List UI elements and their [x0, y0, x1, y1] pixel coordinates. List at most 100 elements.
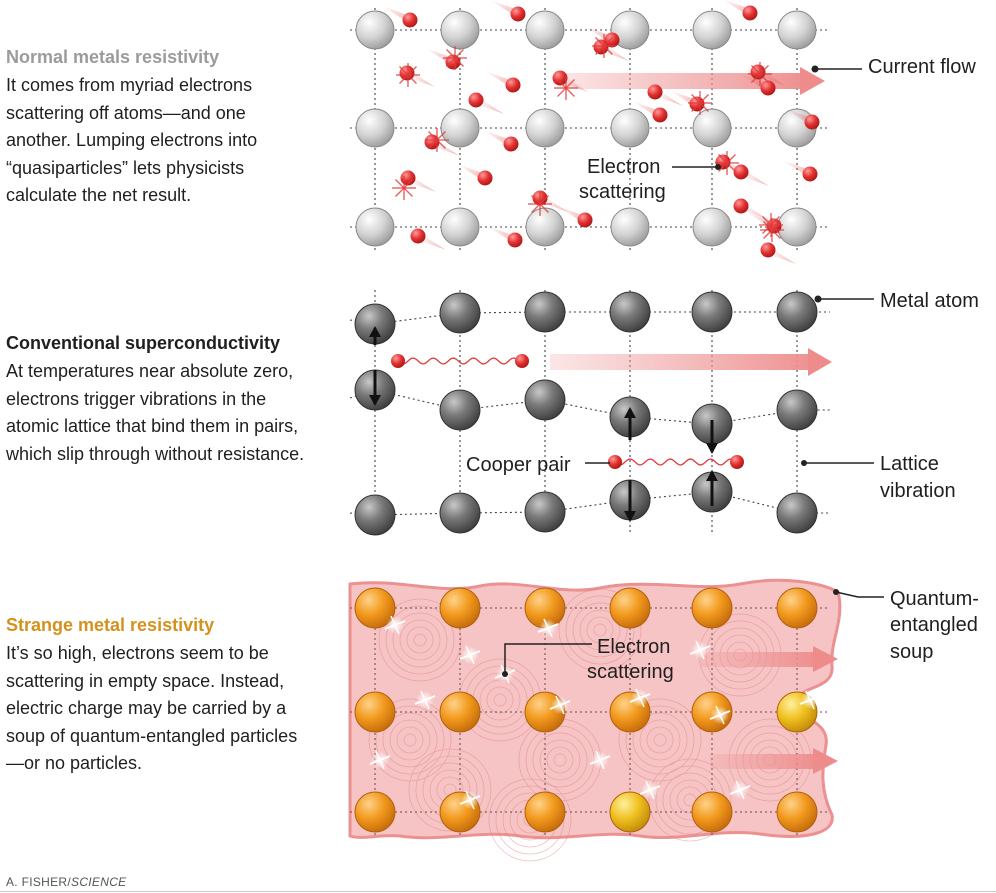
light-atom [610, 108, 650, 148]
electron-scattering-2-leader-dot [502, 671, 508, 677]
electron [485, 71, 521, 93]
metal-atom [609, 291, 651, 333]
spark [629, 688, 651, 708]
credit-author: A. FISHER/ [6, 875, 72, 889]
collision-burst [760, 218, 784, 242]
metal-atom [439, 292, 481, 334]
collision-burst [748, 62, 772, 86]
orange-atom [524, 791, 566, 833]
electron [593, 39, 629, 61]
superconductor-lattice [349, 290, 832, 536]
metal-atom [524, 291, 566, 333]
scattering-sparks [369, 615, 821, 810]
strange-metal-lattice [348, 578, 842, 862]
spark [589, 750, 611, 770]
electron [457, 164, 493, 186]
light-atom [525, 207, 565, 247]
electron [784, 108, 820, 130]
collision-burst [392, 176, 416, 200]
spark [729, 780, 751, 800]
superconductivity-heading: Conventional superconductivity [6, 333, 281, 353]
collision-burst [396, 63, 420, 87]
superconductivity-text: Conventional superconductivity At temper… [6, 332, 306, 468]
light-atom [355, 108, 395, 148]
soup-arrow-2-shaft [710, 754, 815, 769]
soup-arrow-1-head [813, 646, 838, 672]
spark [369, 750, 391, 770]
light-atom [777, 207, 817, 247]
displacement-arrow [624, 480, 636, 522]
spark [459, 790, 481, 810]
metal-atom [439, 389, 481, 431]
electron [490, 0, 526, 22]
current-flow-arrow-head [800, 67, 825, 95]
displacement-arrow [706, 420, 718, 454]
lattice-vibration-leader-dot [801, 460, 807, 466]
current-flow-arrow-shaft [560, 73, 800, 89]
orange-atom [439, 587, 481, 629]
soup-label-line1: Quantum- [890, 588, 979, 610]
metal-atom [776, 492, 818, 534]
spark [689, 640, 711, 660]
metal-atom [524, 491, 566, 533]
electron [483, 130, 519, 152]
electron [632, 101, 668, 123]
light-atom [355, 207, 395, 247]
current-flow-label: Current flow [868, 56, 976, 78]
labels: Current flow Electron scattering Metal a… [466, 56, 979, 683]
strange-metal-text: Strange metal resistivity It’s so high, … [6, 614, 306, 778]
soup-leader-dot [833, 589, 839, 595]
electron-scattering-2-label-line2: scattering [587, 661, 674, 683]
orange-atom [354, 587, 396, 629]
strange-metal-heading: Strange metal resistivity [6, 615, 215, 635]
light-atom [692, 108, 732, 148]
light-atom [440, 207, 480, 247]
light-atom [692, 10, 732, 50]
spark [549, 695, 571, 715]
electron [723, 0, 758, 21]
metal-atom-leader-dot [814, 295, 822, 303]
metal-atom [524, 379, 566, 421]
electron-scattering-leader-dot [715, 164, 721, 170]
displacement-arrow [369, 326, 381, 345]
electron [782, 160, 818, 182]
displacement-arrow [624, 407, 636, 440]
orange-atom [776, 587, 818, 629]
metal-atom [439, 492, 481, 534]
spark [414, 690, 436, 710]
current-flow-arrow-2-shaft [550, 354, 810, 370]
collision-burst [715, 151, 739, 175]
spark [799, 690, 821, 710]
light-atom [355, 10, 395, 50]
cooper-pair-electrons [608, 455, 744, 469]
normal-metals-body: It comes from myriad electrons scatterin… [6, 75, 258, 205]
lattice-vibration-label-line2: vibration [880, 480, 956, 502]
orange-atom [609, 791, 651, 833]
electron [410, 228, 446, 250]
electron [552, 70, 588, 92]
electron [584, 26, 620, 48]
electron [487, 226, 523, 248]
electron-scattering-label-line2: scattering [579, 181, 666, 203]
orange-atom [354, 691, 396, 733]
normal-metals-heading: Normal metals resistivity [6, 47, 220, 67]
metal-atom [776, 389, 818, 431]
collision-burst [592, 34, 616, 58]
normal-metals-text: Normal metals resistivity It comes from … [6, 46, 306, 210]
normal-metal-lattice [350, 0, 830, 264]
light-atom [525, 10, 565, 50]
cooper-pair-electrons [391, 354, 529, 368]
electron-scattering-2-leader [504, 643, 592, 673]
spark [384, 615, 406, 635]
credit-divider [0, 891, 996, 892]
orange-atom [776, 791, 818, 833]
electron [382, 6, 418, 28]
collision-burst [759, 213, 783, 237]
credit-publication: SCIENCE [71, 875, 127, 889]
collision-burst [425, 128, 449, 152]
orange-atom [691, 791, 733, 833]
metal-atom [354, 494, 396, 536]
spark [709, 705, 731, 725]
lattice-diagram: Current flow Electron scattering Metal a… [348, 0, 979, 862]
collision-burst [443, 46, 467, 70]
